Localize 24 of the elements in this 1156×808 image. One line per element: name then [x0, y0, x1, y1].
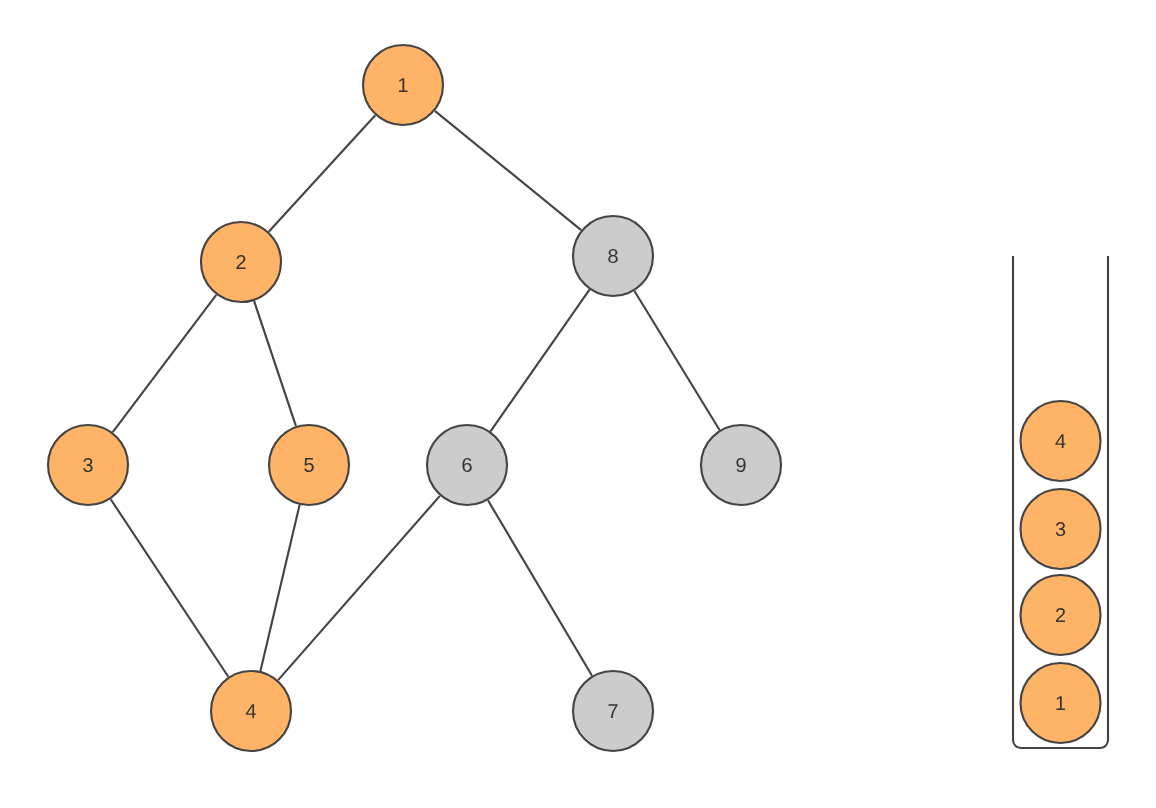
edge-line	[277, 495, 441, 681]
circle-node: 2	[199, 220, 283, 304]
circle-node: 1	[361, 43, 445, 127]
circle-node: 4	[209, 669, 293, 753]
edge-line	[487, 499, 593, 677]
edge-line	[489, 289, 591, 432]
edge-line	[109, 498, 230, 678]
edge-line	[633, 290, 721, 431]
circle-node: 3	[46, 423, 130, 507]
stack-ball: 2	[1019, 573, 1102, 657]
stack-container	[1011, 256, 1110, 750]
circle-node: 9	[699, 423, 783, 507]
circle-node: 7	[571, 669, 655, 753]
stack-ball: 1	[1019, 661, 1102, 745]
stack-ball: 3	[1019, 487, 1102, 571]
edge-line	[111, 294, 218, 433]
edge-line	[253, 300, 297, 427]
stack-ball: 4	[1019, 399, 1102, 483]
circle-node: 5	[267, 423, 351, 507]
edge-line	[259, 504, 301, 672]
circle-node: 6	[425, 423, 509, 507]
edge-line	[267, 114, 377, 233]
edge-line	[434, 110, 582, 231]
circle-node: 8	[571, 214, 655, 298]
